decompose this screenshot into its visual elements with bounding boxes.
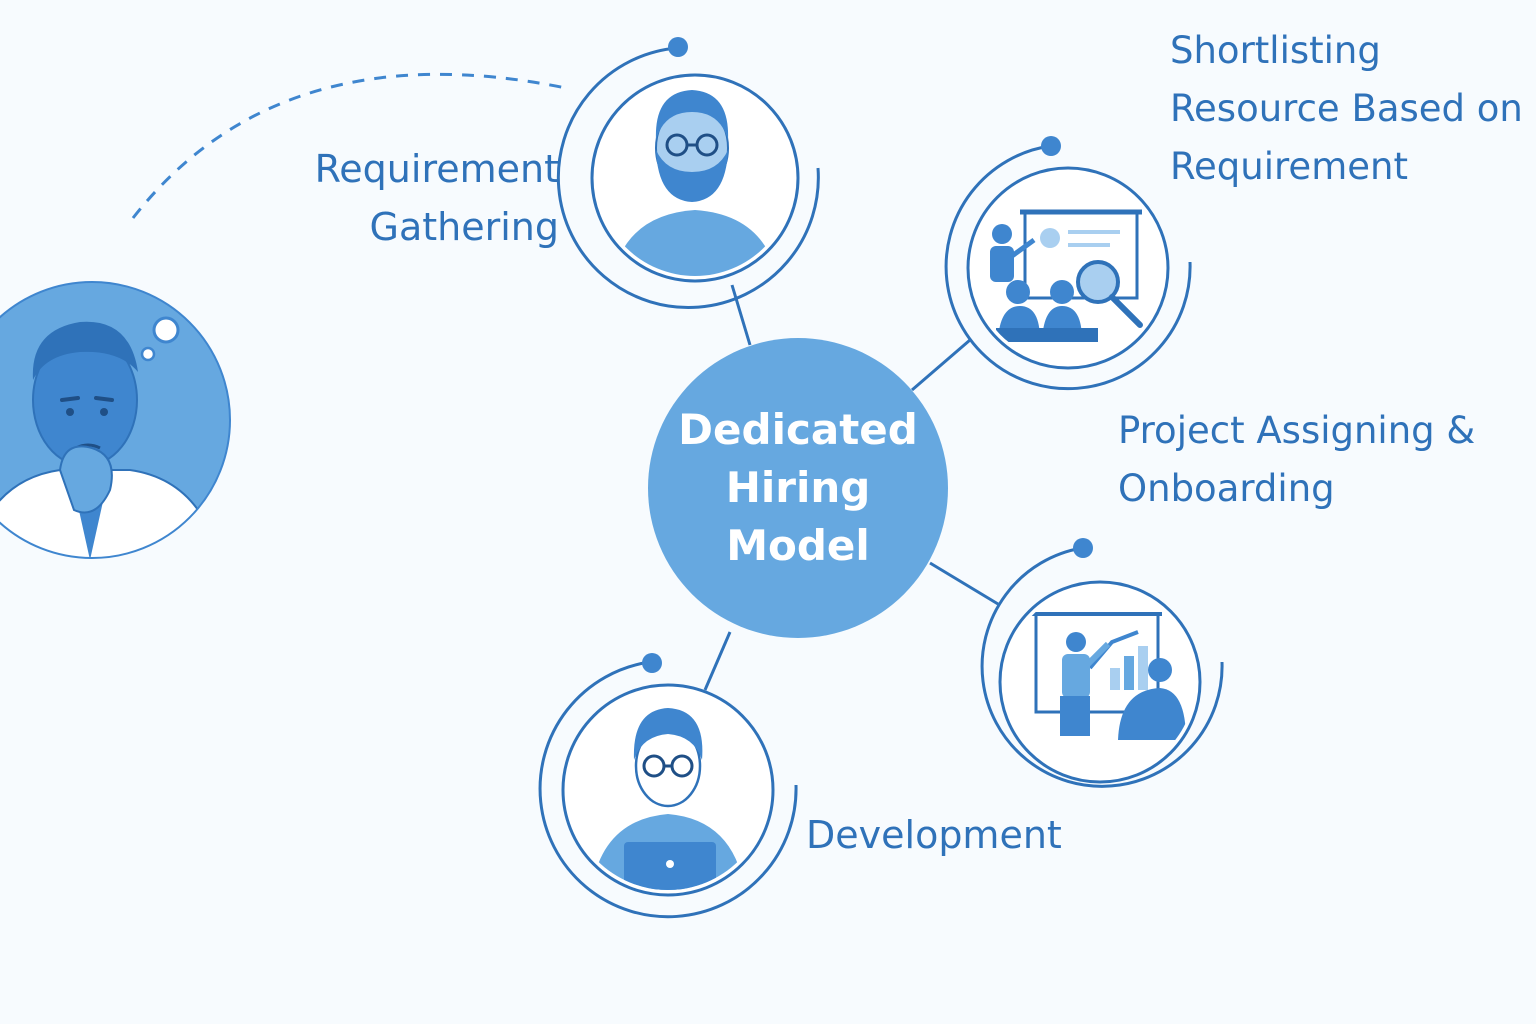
label-onboarding-line2: Onboarding bbox=[1118, 467, 1335, 510]
label-requirement-line2: Gathering bbox=[369, 205, 559, 249]
thought-bubble-small bbox=[140, 346, 156, 362]
requirement-node bbox=[556, 37, 820, 309]
dashed-connector bbox=[131, 72, 567, 219]
center-circle bbox=[648, 338, 948, 638]
center-title-line2: Hiring bbox=[725, 463, 871, 512]
label-development: Development bbox=[806, 806, 1062, 864]
label-shortlisting-line3: Requirement bbox=[1170, 145, 1408, 188]
center-title-line1: Dedicated bbox=[678, 405, 918, 454]
label-requirement-gathering: Requirement Gathering bbox=[315, 140, 559, 256]
center-title: Dedicated Hiring Model bbox=[648, 338, 948, 638]
label-onboarding-line1: Project Assigning & bbox=[1118, 409, 1476, 452]
presentation-search-icon bbox=[990, 209, 1143, 342]
label-shortlisting: Shortlisting Resource Based on Requireme… bbox=[1170, 22, 1523, 196]
spoke-requirement bbox=[730, 284, 752, 346]
label-shortlisting-line1: Shortlisting bbox=[1170, 29, 1381, 72]
spoke-onboarding bbox=[929, 561, 999, 606]
spoke-development bbox=[703, 631, 732, 691]
shortlisting-node bbox=[944, 136, 1192, 391]
thinking-client-icon bbox=[0, 281, 231, 559]
label-shortlisting-line2: Resource Based on bbox=[1170, 87, 1523, 130]
thought-bubble-large bbox=[152, 316, 180, 344]
label-requirement-line1: Requirement bbox=[314, 147, 559, 191]
development-node bbox=[538, 653, 798, 919]
label-project-onboarding: Project Assigning & Onboarding bbox=[1118, 402, 1475, 518]
developer-laptop-icon bbox=[590, 708, 746, 890]
center-title-line3: Model bbox=[726, 521, 870, 570]
spoke-shortlisting bbox=[911, 338, 971, 392]
spokes bbox=[703, 284, 999, 691]
label-development-line1: Development bbox=[806, 813, 1062, 857]
meeting-chart-icon bbox=[1030, 612, 1186, 740]
onboarding-node bbox=[980, 538, 1224, 788]
